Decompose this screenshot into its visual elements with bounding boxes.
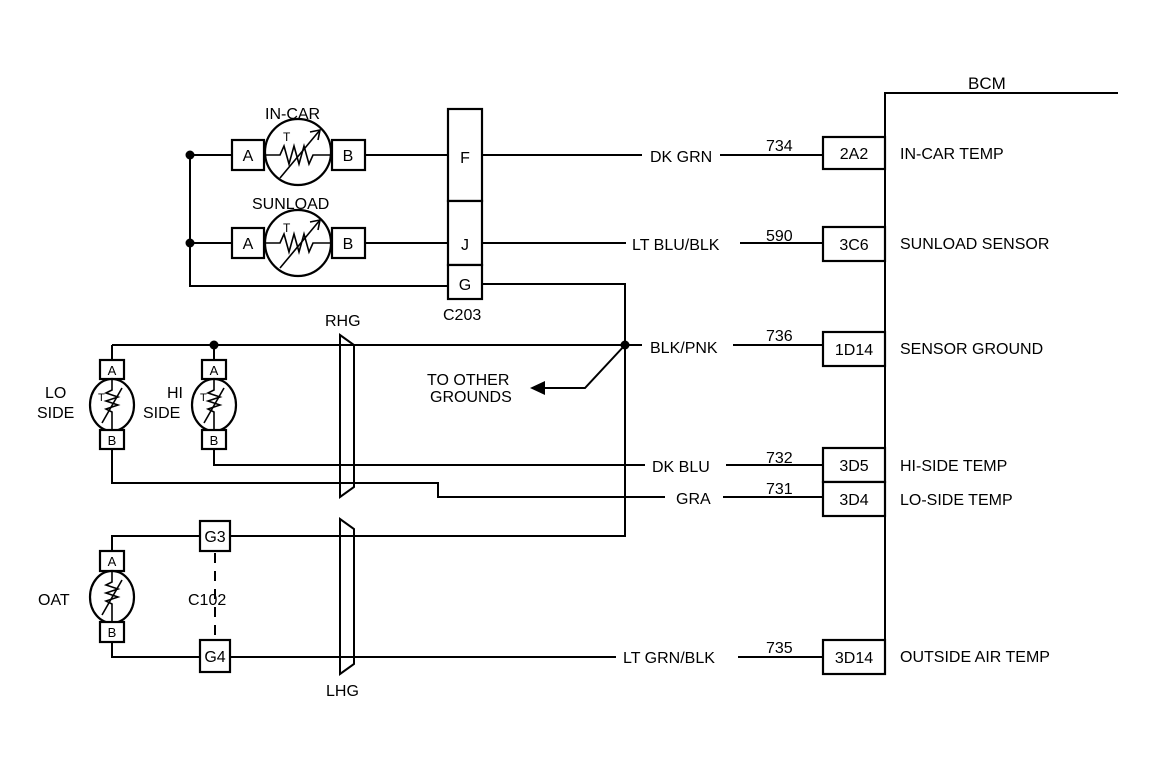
hi-side-label-line2: SIDE <box>143 405 180 422</box>
bcm-pin-label: 3D5 <box>839 458 868 475</box>
bcm-pin-function: OUTSIDE AIR TEMP <box>900 649 1050 666</box>
circuit-number: 590 <box>766 228 793 245</box>
ground-note: TO OTHER GROUNDS <box>427 344 626 406</box>
lo-side-t: T <box>98 392 105 404</box>
in-car-t: T <box>283 130 291 144</box>
oat-pin-b: B <box>108 625 117 640</box>
bcm-pin-2a2: 2A2 IN-CAR TEMP <box>821 135 1004 171</box>
bcm-pin-3d4: 3D4 LO-SIDE TEMP <box>821 480 1013 518</box>
circuit-number: 735 <box>766 640 793 657</box>
ground-note-line1: TO OTHER <box>427 372 509 389</box>
sunload-t: T <box>283 221 291 235</box>
bcm-pin-1d14: 1D14 SENSOR GROUND <box>821 330 1043 368</box>
sunload-sensor: SUNLOAD A T B <box>230 196 367 278</box>
in-car-label: IN-CAR <box>265 106 320 123</box>
arrow-left-icon <box>530 381 545 395</box>
wire-color: LT BLU/BLK <box>632 237 720 254</box>
wire-color: GRA <box>676 491 711 508</box>
lo-side-label-line1: LO <box>45 385 66 402</box>
c203-pin-f: F <box>460 150 470 167</box>
lo-side-pin-a: A <box>108 363 117 378</box>
c203-label: C203 <box>443 307 481 324</box>
connector-c203: F J G C203 <box>443 107 484 324</box>
c102-pin-g3: G3 <box>204 529 225 546</box>
bcm-pin-function: SUNLOAD SENSOR <box>900 236 1049 253</box>
bcm-pin-label: 3D14 <box>835 650 873 667</box>
c102-pin-g4: G4 <box>204 649 225 666</box>
oat-label: OAT <box>38 592 70 609</box>
bcm-pin-function: IN-CAR TEMP <box>900 146 1004 163</box>
bcm-pin-3c6: 3C6 SUNLOAD SENSOR <box>821 225 1049 263</box>
harness-grommets: RHG LHG <box>325 313 361 700</box>
hi-side-t: T <box>200 392 207 404</box>
oat-pin-a: A <box>108 554 117 569</box>
circuit-number: 731 <box>766 481 793 498</box>
lo-side-sensor: LO SIDE A T B <box>37 358 136 451</box>
sunload-label: SUNLOAD <box>252 196 329 213</box>
bcm-pin-3d5: 3D5 HI-SIDE TEMP <box>821 446 1007 484</box>
c203-pin-g: G <box>459 277 471 294</box>
rhg-label: RHG <box>325 313 361 330</box>
wire-color: DK GRN <box>650 149 712 166</box>
ground-note-line2: GROUNDS <box>430 389 512 406</box>
lhg-grommet <box>339 517 355 676</box>
in-car-pin-b: B <box>343 148 354 165</box>
oat-sensor: OAT A B <box>38 549 136 644</box>
hi-side-label-line1: HI <box>167 385 183 402</box>
c102-label: C102 <box>188 592 226 609</box>
in-car-sensor: IN-CAR A T B <box>230 106 367 187</box>
sunload-pin-a: A <box>243 236 254 253</box>
bcm-pin-function: SENSOR GROUND <box>900 341 1043 358</box>
wire-color: LT GRN/BLK <box>623 650 715 667</box>
bcm-title: BCM <box>968 74 1006 93</box>
lo-side-pin-b: B <box>108 433 117 448</box>
wire-color: DK BLU <box>652 459 710 476</box>
hi-side-pin-a: A <box>210 363 219 378</box>
bcm-pin-function: HI-SIDE TEMP <box>900 458 1007 475</box>
bcm-pin-label: 1D14 <box>835 342 873 359</box>
connector-c102: G3 C102 G4 <box>188 519 232 674</box>
circuit-number: 734 <box>766 138 793 155</box>
hi-side-sensor: HI SIDE A T B <box>143 358 238 451</box>
wires <box>111 154 823 658</box>
bcm-pin-3d14: 3D14 OUTSIDE AIR TEMP <box>821 638 1050 676</box>
bcm-outline <box>884 92 1118 660</box>
rhg-grommet <box>339 333 355 499</box>
wire-color: BLK/PNK <box>650 340 718 357</box>
bcm-pin-label: 2A2 <box>840 146 869 163</box>
sunload-pin-b: B <box>343 236 354 253</box>
in-car-pin-a: A <box>243 148 254 165</box>
circuit-labels: 734 590 736 732 731 735 DK GRN LT BLU/BL… <box>623 138 793 667</box>
bcm-pin-label: 3D4 <box>839 492 868 509</box>
lo-side-label-line2: SIDE <box>37 405 74 422</box>
c203-pin-j: J <box>461 237 469 254</box>
circuit-number: 736 <box>766 328 793 345</box>
lhg-label: LHG <box>326 683 359 700</box>
bcm-pin-function: LO-SIDE TEMP <box>900 492 1013 509</box>
hi-side-pin-b: B <box>210 433 219 448</box>
circuit-number: 732 <box>766 450 793 467</box>
bcm-pin-label: 3C6 <box>839 237 868 254</box>
